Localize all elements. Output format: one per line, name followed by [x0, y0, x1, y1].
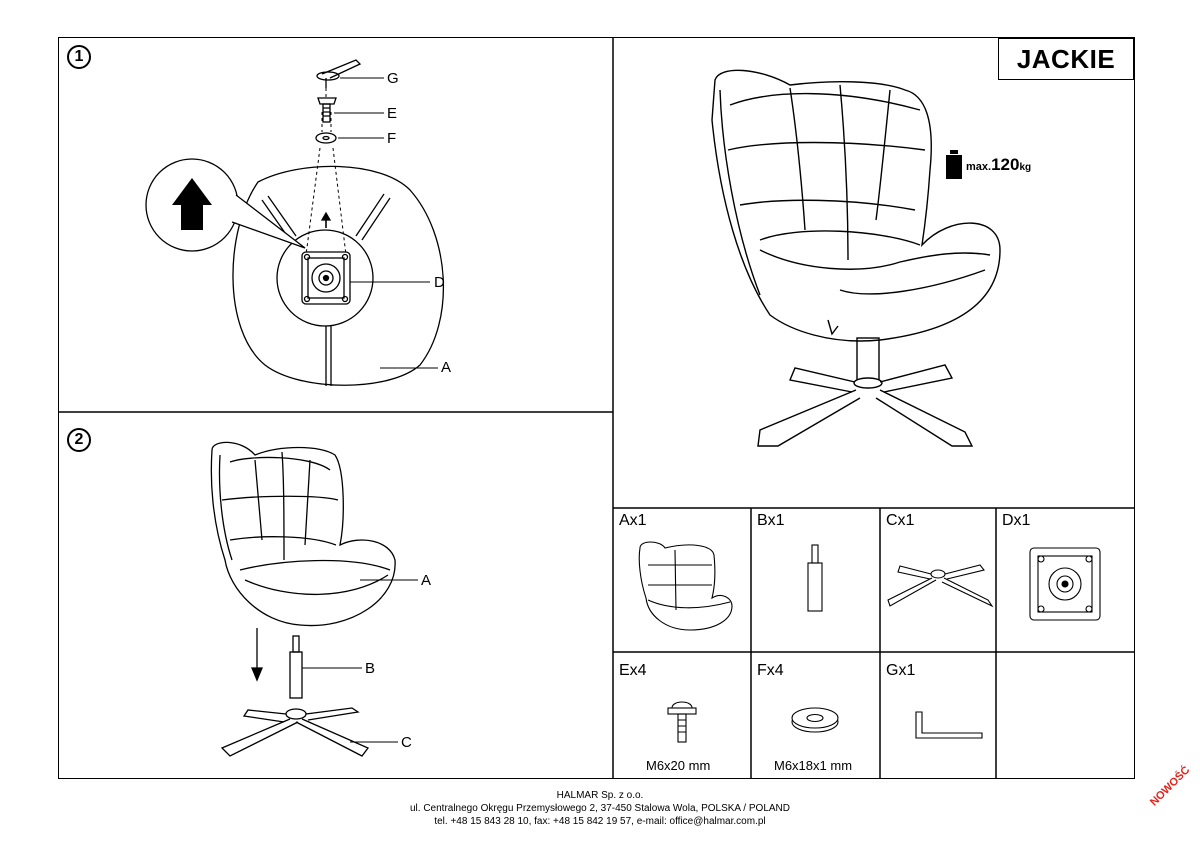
step1-drawing	[145, 59, 445, 386]
label-g: G	[387, 70, 399, 87]
label-f: F	[387, 130, 397, 147]
label-d: D	[434, 274, 445, 291]
label-c: C	[401, 734, 412, 751]
part-g-label: Gx1	[886, 662, 916, 679]
part-b-thumb	[807, 544, 823, 612]
product-title: JACKIE	[998, 38, 1134, 80]
max-load-unit: kg	[1019, 162, 1032, 173]
footer-contact: tel. +48 15 843 28 10, fax: +48 15 842 1…	[434, 816, 766, 827]
step1-number: 1	[67, 45, 91, 69]
part-c-label: Cx1	[886, 512, 915, 529]
label-b: B	[365, 660, 376, 677]
max-load-prefix: max.	[966, 161, 992, 173]
step2-number: 2	[67, 428, 91, 452]
part-a-label: Ax1	[619, 512, 647, 529]
instruction-frame	[58, 37, 1135, 779]
main-chair-drawing	[711, 69, 1001, 447]
part-f-thumb	[791, 707, 839, 733]
part-e-thumb	[667, 701, 697, 743]
label-a-step1: A	[441, 359, 452, 376]
max-load-value: 120	[991, 155, 1020, 174]
max-load: max.120kg	[966, 155, 1031, 175]
part-e-spec: M6x20 mm	[646, 758, 711, 773]
part-c-thumb	[887, 564, 994, 608]
part-d-thumb	[1029, 547, 1101, 621]
footer-company: HALMAR Sp. z o.o.	[556, 790, 644, 801]
part-g-thumb	[915, 711, 983, 739]
label-a-step2: A	[421, 572, 432, 589]
step2-drawing	[210, 441, 418, 757]
part-f-label: Fx4	[757, 662, 784, 679]
weight-icon	[946, 150, 962, 179]
part-b-label: Bx1	[757, 512, 785, 529]
part-d-label: Dx1	[1002, 512, 1031, 529]
part-e-label: Ex4	[619, 662, 647, 679]
footer-address: ul. Centralnego Okręgu Przemysłowego 2, …	[409, 803, 790, 814]
part-a-thumb	[638, 541, 733, 631]
label-e: E	[387, 105, 398, 122]
part-f-spec: M6x18x1 mm	[774, 758, 853, 773]
